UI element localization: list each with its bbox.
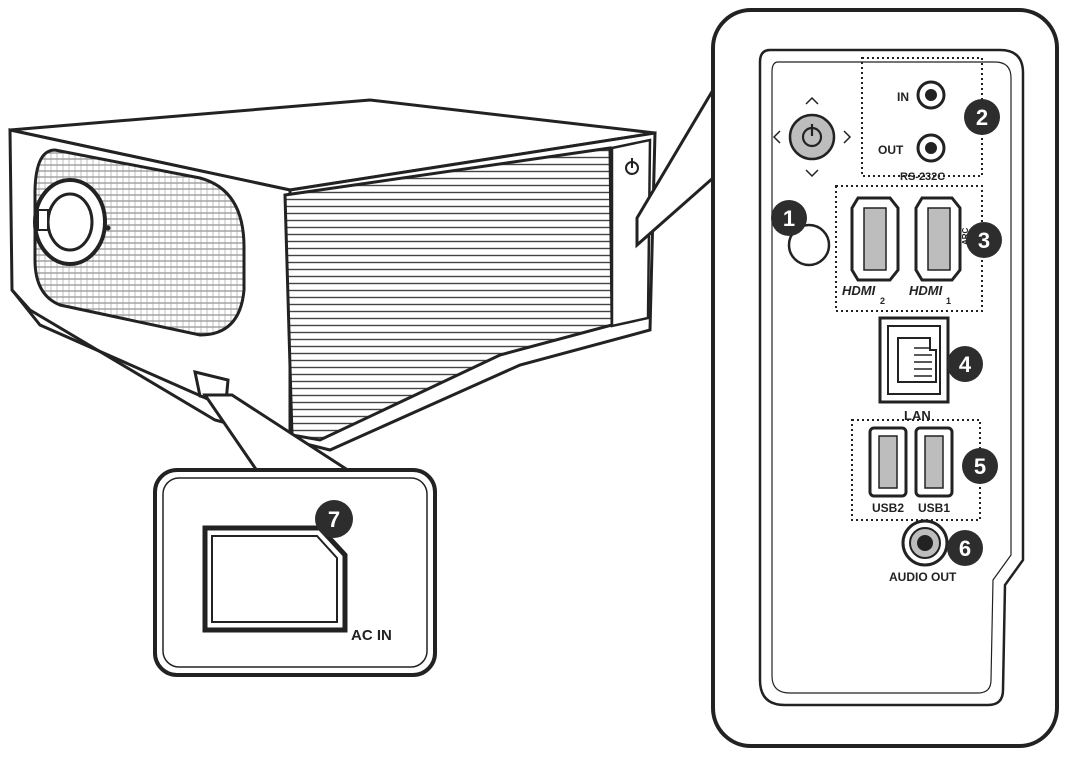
hdmi-2-number: 2 — [880, 296, 885, 306]
lens-icon — [33, 178, 111, 266]
callout-badge-1: 1 — [771, 200, 807, 236]
hdmi-1-number: 1 — [946, 296, 951, 306]
usb1-port-icon — [914, 426, 954, 498]
callout-badge-6: 6 — [947, 530, 983, 566]
hdmi-2-label: HDMI — [842, 283, 876, 298]
callout-badge-2: 2 — [964, 99, 1000, 135]
svg-text:2: 2 — [976, 105, 988, 130]
audio-out-jack-icon — [901, 519, 949, 567]
usb1-label: USB1 — [918, 501, 950, 515]
rs232c-out-label: OUT — [878, 143, 904, 157]
rs232c-group-box — [861, 57, 983, 177]
hdmi-1-label: HDMI — [909, 283, 943, 298]
svg-text:7: 7 — [328, 507, 340, 532]
audio-out-label: AUDIO OUT — [889, 570, 957, 584]
rear-power-icon — [625, 158, 639, 175]
svg-text:1: 1 — [783, 206, 795, 231]
joystick-power-button-icon — [772, 96, 852, 178]
hdmi-1-port-icon — [914, 196, 962, 282]
rs232c-out-port-icon — [916, 133, 946, 163]
lan-port-icon — [878, 316, 950, 404]
lan-label: LAN — [904, 408, 931, 423]
svg-text:3: 3 — [978, 228, 990, 253]
rs232c-in-label: IN — [897, 90, 909, 104]
hdmi-arc-label: ARC — [961, 227, 970, 245]
rs232c-in-port-icon — [916, 80, 946, 110]
usb2-port-icon — [868, 426, 908, 498]
svg-text:4: 4 — [959, 352, 972, 377]
rear-panel-callout: 1 IN OUT RS-232C 2 HDMI 2 HDMI — [711, 8, 1059, 748]
usb2-label: USB2 — [872, 501, 904, 515]
hdmi-2-port-icon — [850, 196, 900, 282]
callout-badge-5: 5 — [962, 448, 998, 484]
projector-illustration — [8, 98, 657, 452]
callout-badge-3: 3 — [966, 222, 1002, 258]
ir-sensor-icon — [787, 223, 831, 267]
svg-text:5: 5 — [974, 454, 986, 479]
callout-badge-4: 4 — [947, 346, 983, 382]
rs232c-group-label: RS-232C — [900, 171, 945, 183]
callout-badge-7: 7 — [315, 500, 353, 538]
ac-in-callout: AC IN 7 — [153, 468, 437, 677]
usb-group-box — [851, 419, 981, 521]
ac-inlet-icon — [202, 525, 348, 633]
svg-text:6: 6 — [959, 536, 971, 561]
ac-in-label: AC IN — [351, 627, 392, 644]
